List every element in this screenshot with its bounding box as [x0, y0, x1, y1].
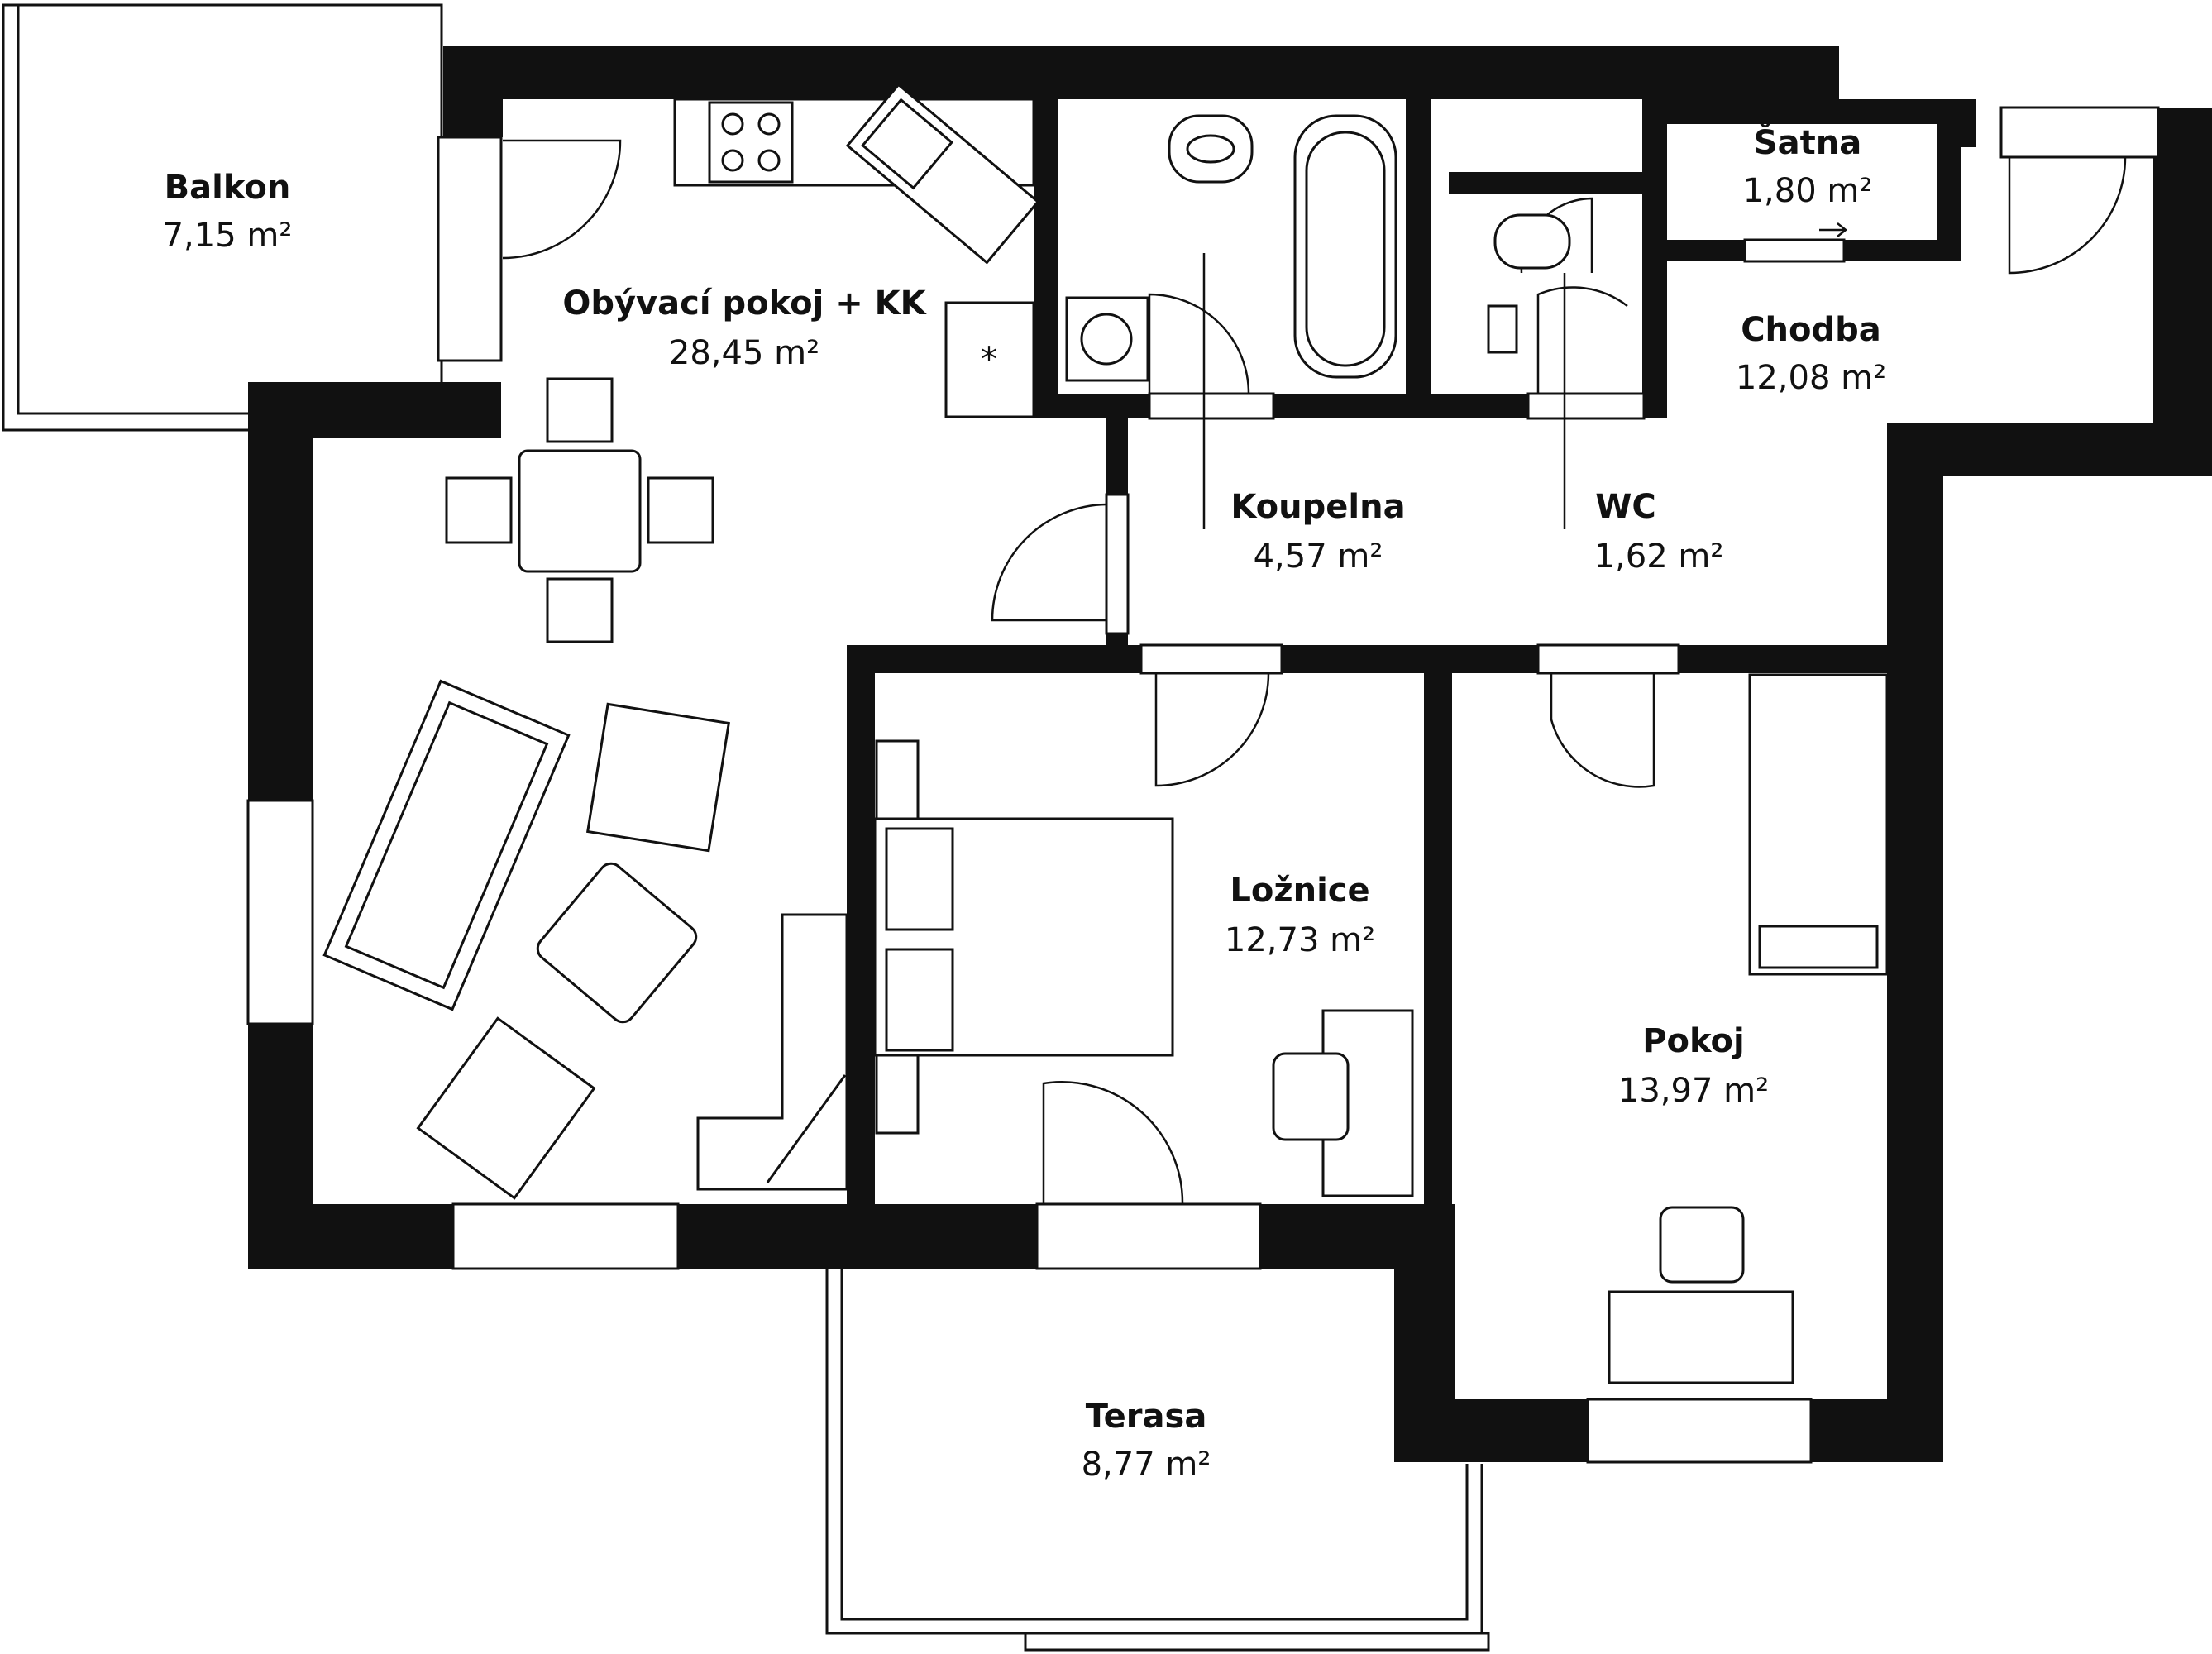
chair-left: [445, 476, 513, 544]
pokoj-area: 13,97 m²: [1618, 1072, 1769, 1110]
window-entrance: [1999, 106, 2160, 159]
window-living-south: [451, 1202, 680, 1270]
obyvaci-name: Obývací pokoj + KK: [562, 284, 927, 323]
tv-unit: [696, 913, 848, 1191]
washing-machine: [1065, 296, 1149, 382]
wc-sink: [1487, 304, 1518, 354]
fridge: [944, 301, 1035, 418]
toilet: [1493, 213, 1571, 270]
chair-right: [647, 476, 714, 544]
chair-bottom: [546, 577, 614, 643]
door-frame-wc: [1526, 392, 1646, 420]
armchair-top: [585, 702, 731, 853]
door-frame-pokoj: [1536, 643, 1680, 675]
door-koupelna: [1148, 293, 1250, 394]
door-loznice: [1154, 672, 1270, 787]
koupelna-name: Koupelna: [1230, 488, 1405, 526]
chodba-name: Chodba: [1741, 311, 1881, 349]
nightstand-bottom: [875, 1054, 920, 1135]
satna-slide-arrow: [1819, 222, 1848, 237]
terasa-outline: [825, 1269, 1490, 1652]
door-frame-living: [1105, 493, 1130, 635]
door-entrance: [2008, 156, 2127, 275]
nightstand-top: [875, 739, 920, 820]
door-terrace: [1042, 1081, 1184, 1205]
room-labels: Balkon 7,15 m² Obývací pokoj + KK 28,45 …: [163, 122, 1887, 1484]
bathroom-fixtures: [1065, 114, 1571, 382]
balkon-name: Balkon: [165, 169, 291, 207]
single-bed: [1748, 673, 1889, 976]
cooktop: [708, 101, 794, 184]
svg-text:*: *: [981, 341, 997, 379]
satna-name: Šatna: [1754, 122, 1861, 162]
chair-pokoj: [1659, 1206, 1745, 1284]
coffee-table: [536, 862, 698, 1024]
chodba-area: 12,08 m²: [1736, 359, 1886, 397]
bathtub: [1293, 114, 1397, 379]
door-swings: [502, 139, 2127, 1205]
wc-area: 1,62 m²: [1594, 538, 1724, 576]
terasa-area: 8,77 m²: [1082, 1446, 1211, 1484]
armchair-bottom: [416, 1016, 596, 1200]
window-living-west: [246, 799, 314, 1025]
living-furniture: [322, 377, 848, 1200]
window-bedroom: [1035, 1202, 1262, 1270]
koupelna-area: 4,57 m²: [1254, 538, 1383, 576]
pokoj-name: Pokoj: [1642, 1022, 1745, 1060]
wc-name: WC: [1595, 488, 1655, 526]
door-frame-loznice: [1139, 643, 1283, 675]
door-pokoj: [1550, 673, 1655, 788]
loznice-area: 12,73 m²: [1225, 921, 1375, 959]
kitchen: *: [673, 83, 1040, 418]
obyvaci-area: 28,45 m²: [669, 334, 819, 372]
double-bed: [873, 817, 1174, 1057]
chair-top: [546, 377, 614, 443]
window-balcony-door: [437, 136, 503, 362]
window-pokoj: [1586, 1398, 1813, 1464]
desk-pokoj: [1608, 1290, 1794, 1384]
washbasin: [1168, 114, 1254, 184]
dining-table: [518, 449, 642, 573]
door-frame-koupelna: [1148, 392, 1275, 420]
door-balcony: [502, 139, 622, 260]
door-living: [991, 503, 1107, 622]
windows: [246, 106, 2160, 1464]
chair-bedroom: [1272, 1052, 1350, 1141]
terasa-name: Terasa: [1086, 1398, 1207, 1436]
bedroom-furniture: [873, 673, 1889, 1384]
balkon-area: 7,15 m²: [163, 217, 293, 255]
satna-area: 1,80 m²: [1743, 172, 1873, 210]
door-wc: [1536, 286, 1628, 394]
door-frame-satna: [1743, 238, 1846, 263]
kitchen-sink: [845, 83, 1040, 265]
loznice-name: Ložnice: [1230, 872, 1369, 910]
sofa: [322, 679, 571, 1011]
